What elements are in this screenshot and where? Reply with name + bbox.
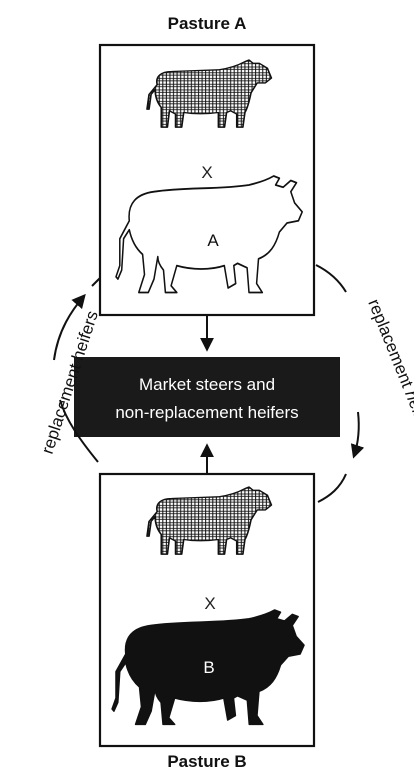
right-cycle-arc-bottom <box>317 473 347 503</box>
right-cycle-label: replacement heifers <box>364 296 414 442</box>
left-cycle-arc-upper <box>53 293 86 361</box>
crossbred-cow-icon <box>146 486 273 556</box>
left-cycle-arc-top <box>91 277 101 287</box>
market-line-1: Market steers and <box>139 375 275 394</box>
left-cycle-arc-lower <box>59 399 99 463</box>
pasture-a-label: Pasture A <box>168 14 247 33</box>
bull-b-breed-label: B <box>203 658 214 677</box>
pasture-b-cross-label: X <box>204 594 215 613</box>
crossbred-cow-icon <box>146 59 273 129</box>
pasture-b-frame <box>98 472 316 748</box>
bull-a-breed-label: A <box>207 231 219 250</box>
right-cycle-arc-middle <box>350 411 365 459</box>
right-cycle-arc-top <box>315 264 347 293</box>
market-line-2: non-replacement heifers <box>115 403 298 422</box>
market-box <box>74 357 340 437</box>
pasture-b-label: Pasture B <box>167 752 246 771</box>
pasture-a-cross-label: X <box>201 163 212 182</box>
